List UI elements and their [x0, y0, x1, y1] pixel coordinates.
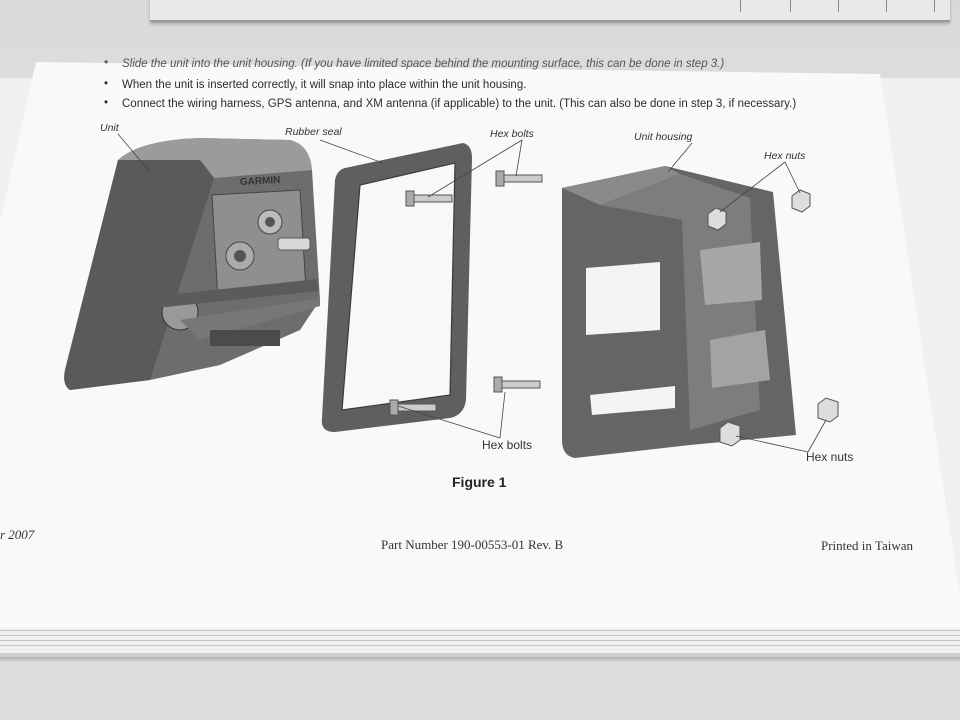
callout-rubber-seal: Rubber seal — [285, 126, 342, 138]
callout-hex-bolts-top: Hex bolts — [490, 128, 534, 140]
instruction-list: Slide the unit into the unit housing. (I… — [102, 57, 862, 113]
footer-part-number: Part Number 190-00553-01 Rev. B — [381, 537, 564, 552]
rubber-seal-illustration — [321, 143, 472, 432]
footer-printed: Printed in Taiwan — [821, 538, 914, 553]
instruction-item: Connect the wiring harness, GPS antenna,… — [102, 97, 862, 110]
callout-unit-housing: Unit housing — [634, 131, 693, 143]
instruction-item: Slide the unit into the unit housing. (I… — [102, 57, 862, 70]
instruction-item: When the unit is inserted correctly, it … — [102, 78, 862, 91]
unit-illustration: GARMIN — [64, 138, 320, 390]
leader-lines — [117, 133, 827, 453]
hex-nut-illustrations — [707, 189, 839, 447]
callout-unit: Unit — [100, 122, 119, 134]
callout-hex-nuts-top: Hex nuts — [764, 150, 806, 162]
callout-hex-bolts-bottom: Hex bolts — [482, 438, 533, 452]
figure-caption: Figure 1 — [452, 474, 507, 490]
footer-date: r 2007 — [0, 527, 35, 542]
garmin-logo: GARMIN — [240, 175, 281, 188]
background-sheet — [150, 0, 950, 22]
unit-housing-illustration — [562, 166, 796, 458]
callout-hex-nuts-bottom: Hex nuts — [806, 450, 854, 464]
